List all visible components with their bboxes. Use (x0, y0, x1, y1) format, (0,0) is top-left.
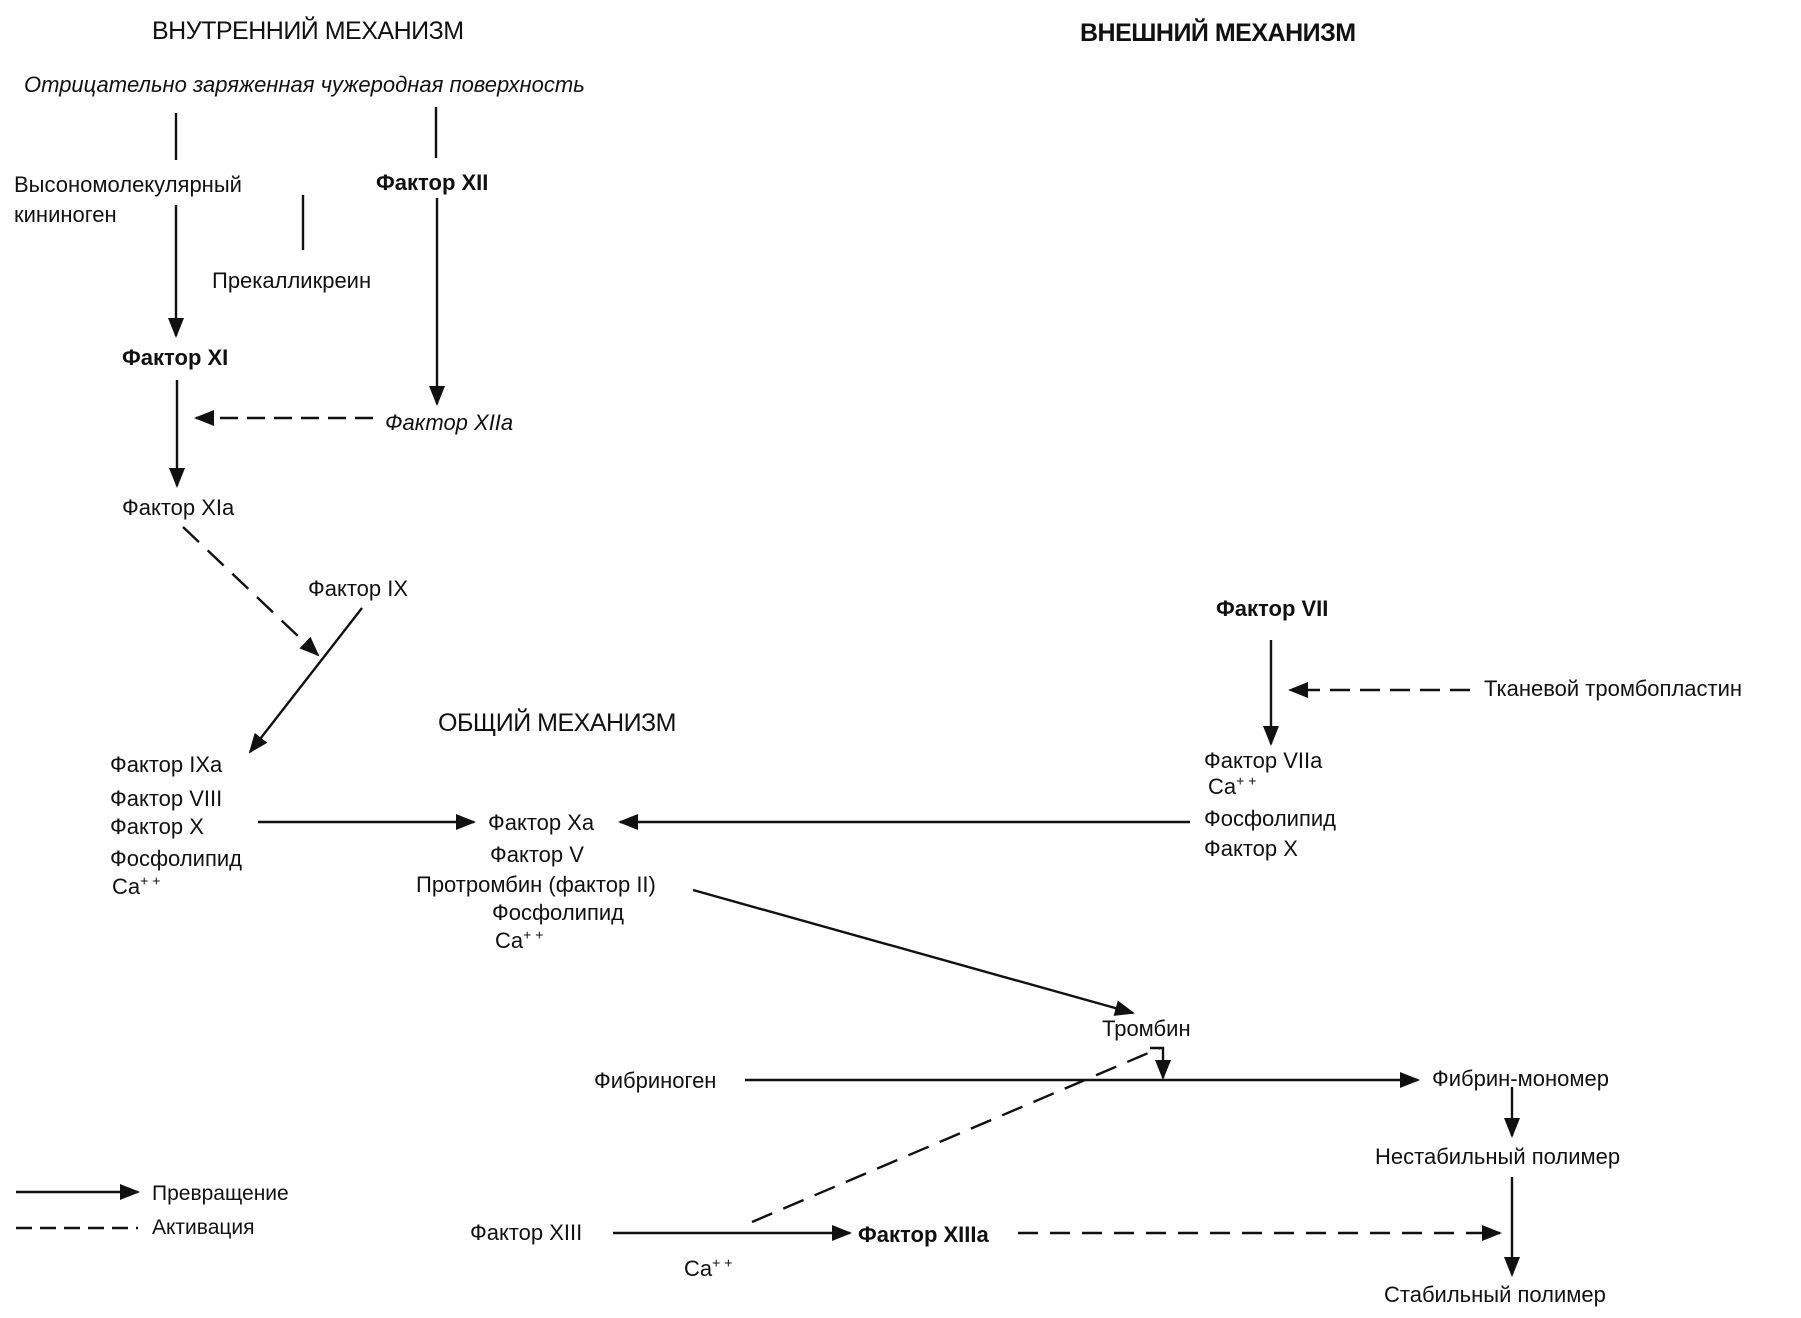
calcium-charge: + + (1236, 772, 1257, 789)
calcium-charge: + + (523, 926, 544, 943)
label-foreign-surface: Отрицательно заряженная чужеродная повер… (24, 72, 585, 97)
label-fibrin-monomer: Фибрин-мономер (1432, 1066, 1609, 1091)
label-factor-xiii: Фактор XIII (470, 1220, 583, 1245)
label-factor-xia: Фактор XIa (122, 495, 235, 520)
label-factor-viii: Фактор VIII (110, 786, 223, 811)
label-tissue-thromboplastin: Тканевой тромбопластин (1484, 676, 1743, 701)
label-fibrinogen: Фибриноген (594, 1068, 717, 1093)
calcium-charge: + + (712, 1254, 733, 1271)
calcium-charge: + + (140, 872, 161, 889)
label-prothrombin: Протромбин (фактор II) (416, 872, 656, 897)
label-factor-ix: Фактор IX (308, 576, 409, 601)
arrow-prothrombin-to-thrombin (692, 888, 1135, 1016)
calcium-symbol: Ca (495, 928, 524, 953)
label-factor-xiiia: Фактор XIIIa (858, 1222, 989, 1247)
calcium-symbol: Ca (112, 874, 141, 899)
header-intrinsic: ВНУТРЕННИЙ МЕХАНИЗМ (152, 17, 464, 45)
legend-activation-label: Активация (152, 1216, 255, 1239)
arrow-thrombin-activates (1150, 1046, 1171, 1080)
label-factor-v: Фактор V (490, 842, 584, 867)
label-stable-polymer: Стабильный полимер (1384, 1282, 1606, 1307)
arrow-xia-activates-ix (182, 526, 320, 657)
calcium-symbol: Ca (684, 1256, 713, 1281)
label-calcium-intrinsic: Ca+ + (112, 874, 160, 900)
label-hmwk-line2: кининоген (14, 202, 117, 227)
label-phospholipid-intrinsic: Фосфолипид (110, 846, 242, 871)
label-unstable-polymer: Нестабильный полимер (1375, 1144, 1621, 1169)
arrow-ix-to-ixa (248, 607, 363, 754)
label-calcium-xiii: Ca+ + (684, 1256, 732, 1282)
label-calcium-common: Ca+ + (495, 928, 543, 954)
label-thrombin: Тромбин (1102, 1016, 1191, 1041)
label-phospholipid-common: Фосфолипид (492, 900, 624, 925)
label-factor-x-intrinsic: Фактор X (110, 814, 204, 839)
label-factor-xiia: Фактор XIIa (385, 410, 514, 435)
label-factor-ixa: Фактор IXa (110, 752, 223, 777)
calcium-symbol: Ca (1208, 774, 1237, 799)
label-factor-x-extrinsic: Фактор X (1204, 836, 1298, 861)
label-hmwk-line1: Высономолекулярный (14, 172, 242, 197)
header-common: ОБЩИЙ МЕХАНИЗМ (438, 709, 676, 737)
arrow-thrombin-activates-xiii (751, 1046, 1161, 1224)
label-factor-xi: Фактор XI (122, 345, 229, 370)
header-extrinsic: ВНЕШНИЙ МЕХАНИЗМ (1080, 19, 1356, 47)
label-factor-viia: Фактор VIIa (1204, 748, 1323, 773)
label-factor-xa: Фактор Xa (488, 810, 595, 835)
label-phospholipid-extrinsic: Фосфолипид (1204, 806, 1336, 831)
legend-conversion-label: Превращение (152, 1182, 289, 1205)
label-factor-vii: Фактор VII (1216, 596, 1329, 621)
label-factor-xii: Фактор XII (376, 170, 489, 195)
label-prekallikrein: Прекалликреин (212, 268, 372, 293)
label-calcium-extrinsic: Ca+ + (1208, 774, 1256, 800)
